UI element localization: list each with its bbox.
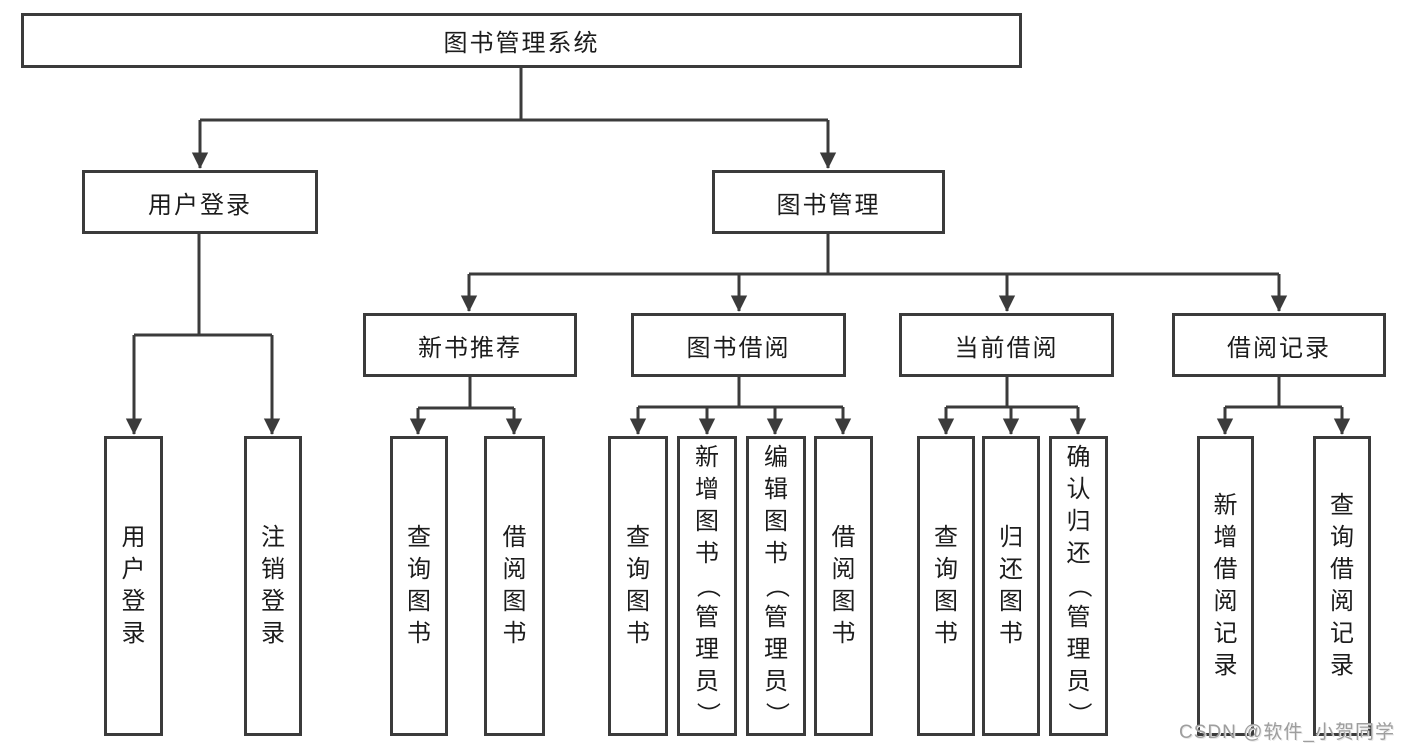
node-system-root: 图书管理系统 — [21, 13, 1022, 68]
node-new-book-recommend: 新书推荐 — [363, 313, 577, 377]
leaf-user-login: 用户登录 — [104, 436, 163, 736]
leaf-newbook-query-books: 查询图书 — [390, 436, 448, 736]
node-current-borrow: 当前借阅 — [899, 313, 1114, 377]
node-user-login: 用户登录 — [82, 170, 318, 234]
leaf-borrow-query-books: 查询图书 — [608, 436, 668, 736]
node-borrow-records: 借阅记录 — [1172, 313, 1386, 377]
leaf-records-add-record: 新增借阅记录 — [1197, 436, 1254, 736]
leaf-records-query-record: 查询借阅记录 — [1313, 436, 1371, 736]
leaf-current-confirm-return-admin: 确认归还（管理员） — [1049, 436, 1108, 736]
node-book-management: 图书管理 — [712, 170, 945, 234]
node-book-borrow: 图书借阅 — [631, 313, 846, 377]
leaf-newbook-borrow-books: 借阅图书 — [484, 436, 545, 736]
leaf-current-query-books: 查询图书 — [917, 436, 975, 736]
leaf-borrow-edit-books-admin: 编辑图书（管理员） — [746, 436, 806, 736]
leaf-borrow-add-books-admin: 新增图书（管理员） — [677, 436, 737, 736]
leaf-logout: 注销登录 — [244, 436, 302, 736]
csdn-watermark: CSDN @软件_小贺同学 — [1179, 722, 1395, 743]
leaf-borrow-borrow-books: 借阅图书 — [814, 436, 873, 736]
leaf-current-return-books: 归还图书 — [982, 436, 1040, 736]
